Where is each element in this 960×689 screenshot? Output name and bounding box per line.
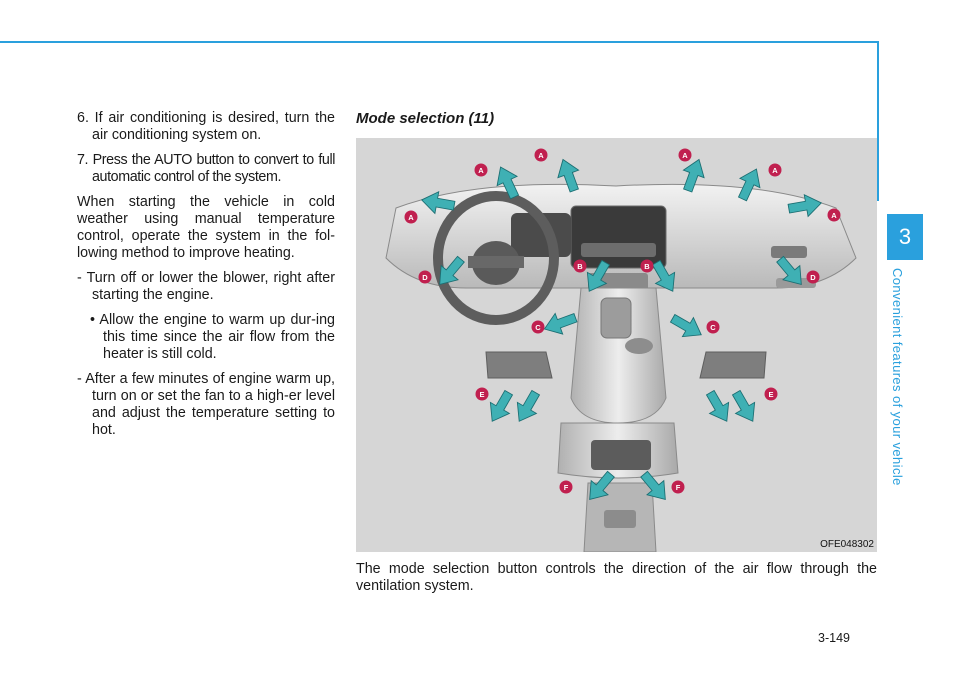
vent-label-a: A — [682, 151, 688, 160]
body-text-column: 6. If air conditioning is desired, turn … — [77, 110, 335, 447]
mode-selection-figure: A A A A A A B B C C D D E E F F OFE04830… — [356, 138, 877, 552]
vent-labels: A A A A A A B B C C D D E E F F — [404, 148, 841, 494]
figure-caption: The mode selection button controls the d… — [356, 561, 877, 594]
vent-label-a: A — [408, 213, 414, 222]
vent-label-b: B — [644, 262, 650, 271]
dashboard-illustration: A A A A A A B B C C D D E E F F — [385, 148, 857, 552]
section-title: Mode selection (11) — [356, 110, 495, 127]
chapter-title: Convenient features of your vehicle — [890, 268, 905, 486]
vent-label-b: B — [577, 262, 583, 271]
vent-label-f: F — [676, 483, 681, 492]
vent-label-d: D — [422, 273, 428, 282]
vent-label-e: E — [479, 390, 484, 399]
vent-label-c: C — [535, 323, 541, 332]
vent-label-f: F — [564, 483, 569, 492]
chapter-tab: 3 Convenient features of your vehicle — [877, 0, 933, 689]
header-rule — [0, 41, 877, 43]
dash-item-2: - After a few minutes of engine warm up,… — [77, 371, 335, 438]
vent-label-e: E — [768, 390, 773, 399]
vent-label-a: A — [478, 166, 484, 175]
step-6-text: 6. If air conditioning is desired, turn … — [77, 110, 335, 143]
chapter-number-box: 3 — [887, 214, 923, 260]
bullet-item-1: • Allow the engine to warm up dur-ing th… — [90, 312, 335, 362]
dash-item-1: - Turn off or lower the blower, right af… — [77, 270, 335, 303]
step-7-text: 7. Press the AUTO button to convert to f… — [77, 152, 335, 185]
vent-label-a: A — [772, 166, 778, 175]
vent-label-a: A — [831, 211, 837, 220]
vent-label-a: A — [538, 151, 544, 160]
chapter-tab-rule — [877, 41, 879, 201]
page-number: 3-149 — [818, 631, 850, 645]
figure-code: OFE048302 — [820, 539, 874, 550]
vent-label-d: D — [810, 273, 816, 282]
cold-weather-paragraph: When starting the vehicle in cold weathe… — [77, 194, 335, 261]
vent-label-c: C — [710, 323, 716, 332]
